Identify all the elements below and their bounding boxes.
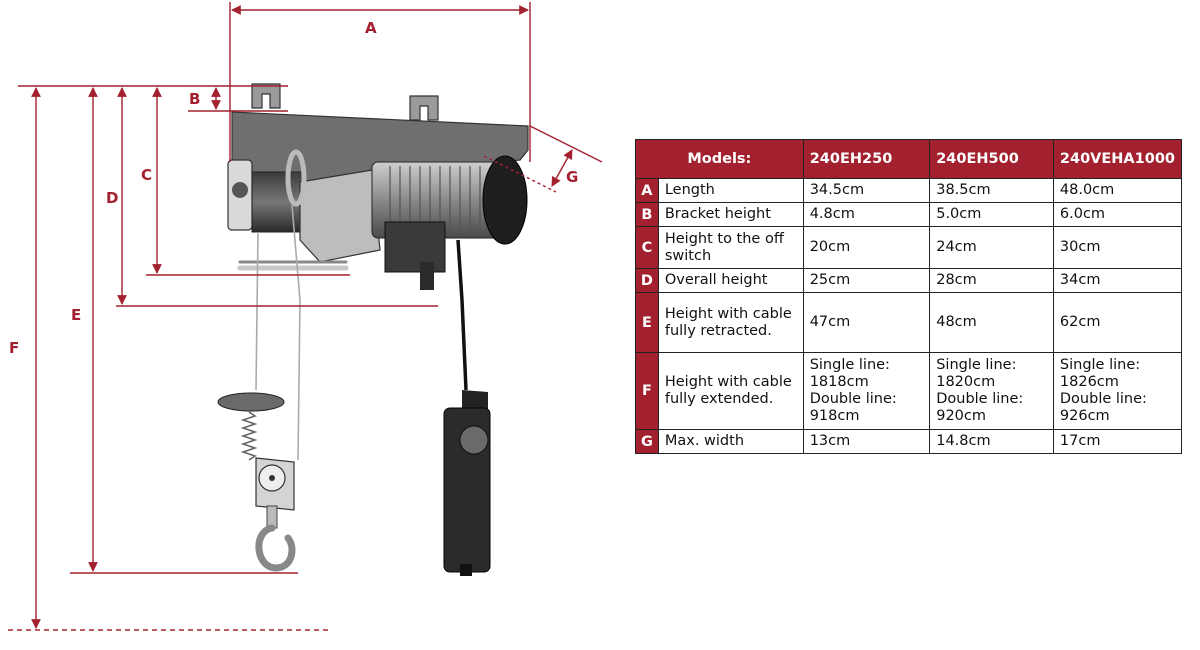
row-letter: D bbox=[635, 268, 659, 293]
row-description: Overall height bbox=[657, 268, 804, 293]
table-cell: 48.0cm bbox=[1052, 178, 1183, 203]
dim-label-b: B bbox=[189, 90, 200, 108]
row-letter: E bbox=[635, 292, 659, 353]
model-header: 240EH250 bbox=[802, 139, 931, 179]
table-cell: 5.0cm bbox=[929, 202, 1054, 227]
row-description: Length bbox=[657, 178, 804, 203]
table-cell: Single line: 1826cm Double line: 926cm bbox=[1052, 352, 1183, 430]
dim-label-g: G bbox=[566, 168, 578, 186]
table-cell: 47cm bbox=[802, 292, 931, 353]
table-row: A Length 34.5cm 38.5cm 48.0cm bbox=[635, 178, 1183, 203]
table-cell: 6.0cm bbox=[1052, 202, 1183, 227]
row-description: Height to the off switch bbox=[657, 226, 804, 269]
table-cell: 14.8cm bbox=[929, 429, 1054, 454]
electric-hoist-illustration bbox=[217, 83, 529, 576]
table-cell: 24cm bbox=[929, 226, 1054, 269]
models-header: Models: bbox=[635, 139, 804, 179]
table-cell: 4.8cm bbox=[802, 202, 931, 227]
row-letter: F bbox=[635, 352, 659, 430]
dim-label-f: F bbox=[9, 339, 19, 357]
table-cell: 28cm bbox=[929, 268, 1054, 293]
row-letter: G bbox=[635, 429, 659, 454]
row-letter: A bbox=[635, 178, 659, 203]
row-description: Height with cable fully extended. bbox=[657, 352, 804, 430]
row-description: Height with cable fully retracted. bbox=[657, 292, 804, 353]
hoist-dimension-diagram: A B C D E F G bbox=[8, 2, 603, 631]
dim-label-a: A bbox=[365, 19, 377, 37]
table-cell: 34cm bbox=[1052, 268, 1183, 293]
table-header-row: Models: 240EH250 240EH500 240VEHA1000 bbox=[635, 139, 1183, 179]
table-cell: 13cm bbox=[802, 429, 931, 454]
table-cell: Single line: 1820cm Double line: 920cm bbox=[929, 352, 1054, 430]
table-cell: 48cm bbox=[929, 292, 1054, 353]
table-row: B Bracket height 4.8cm 5.0cm 6.0cm bbox=[635, 202, 1183, 227]
table-cell: 34.5cm bbox=[802, 178, 931, 203]
table-row: C Height to the off switch 20cm 24cm 30c… bbox=[635, 226, 1183, 269]
table-cell: 62cm bbox=[1052, 292, 1183, 353]
specification-table: Models: 240EH250 240EH500 240VEHA1000 A … bbox=[635, 139, 1183, 454]
table-row: F Height with cable fully extended. Sing… bbox=[635, 352, 1183, 430]
table-cell: 30cm bbox=[1052, 226, 1183, 269]
table-cell: 17cm bbox=[1052, 429, 1183, 454]
dim-label-c: C bbox=[141, 166, 152, 184]
table-cell: Single line: 1818cm Double line: 918cm bbox=[802, 352, 931, 430]
dimension-lines bbox=[8, 2, 603, 631]
row-letter: B bbox=[635, 202, 659, 227]
table-row: D Overall height 25cm 28cm 34cm bbox=[635, 268, 1183, 293]
row-letter: C bbox=[635, 226, 659, 269]
row-description: Max. width bbox=[657, 429, 804, 454]
model-header: 240EH500 bbox=[929, 139, 1054, 179]
table-cell: 38.5cm bbox=[929, 178, 1054, 203]
table-row: E Height with cable fully retracted. 47c… bbox=[635, 292, 1183, 353]
dim-label-d: D bbox=[106, 189, 118, 207]
table-cell: 25cm bbox=[802, 268, 931, 293]
model-header: 240VEHA1000 bbox=[1052, 139, 1183, 179]
dim-label-e: E bbox=[71, 306, 81, 324]
table-row: G Max. width 13cm 14.8cm 17cm bbox=[635, 429, 1183, 454]
table-cell: 20cm bbox=[802, 226, 931, 269]
row-description: Bracket height bbox=[657, 202, 804, 227]
